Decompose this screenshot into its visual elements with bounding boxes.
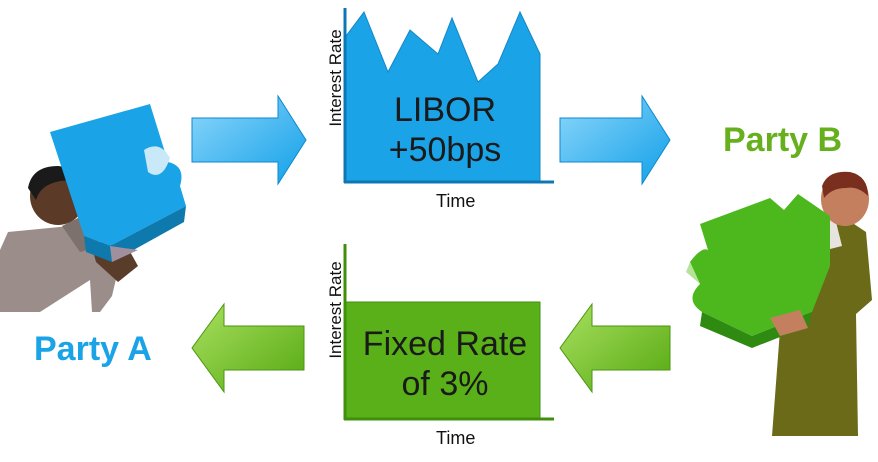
libor-area bbox=[345, 10, 541, 183]
libor-label-line2: +50bps bbox=[388, 131, 502, 169]
arrow-right-icon bbox=[191, 94, 307, 186]
libor-label-line1: LIBOR bbox=[393, 91, 497, 129]
libor-label: LIBOR +50bps bbox=[345, 90, 545, 170]
arrow-right-icon bbox=[559, 94, 671, 186]
fixed-rate-label-line2: of 3% bbox=[401, 365, 489, 403]
arrow-left-icon bbox=[191, 302, 305, 394]
arrow-left-icon bbox=[559, 302, 671, 394]
person-with-green-puzzle-icon bbox=[686, 171, 872, 436]
bottom-y-axis-label: Interest Rate bbox=[326, 261, 345, 359]
libor-chart bbox=[343, 8, 554, 184]
fixed-rate-label-line1: Fixed Rate bbox=[362, 325, 528, 363]
fixed-rate-chart bbox=[343, 244, 554, 421]
person-with-blue-puzzle-icon bbox=[0, 104, 186, 312]
party-b-label: Party B bbox=[723, 121, 843, 159]
party-a-label: Party A bbox=[34, 330, 152, 368]
fixed-rate-label: Fixed Rate of 3% bbox=[345, 324, 545, 404]
fixed-rate-area bbox=[345, 301, 541, 420]
bottom-x-axis-label: Time bbox=[436, 428, 476, 448]
top-x-axis-label: Time bbox=[436, 191, 476, 211]
top-y-axis-label: Interest Rate bbox=[326, 29, 345, 127]
